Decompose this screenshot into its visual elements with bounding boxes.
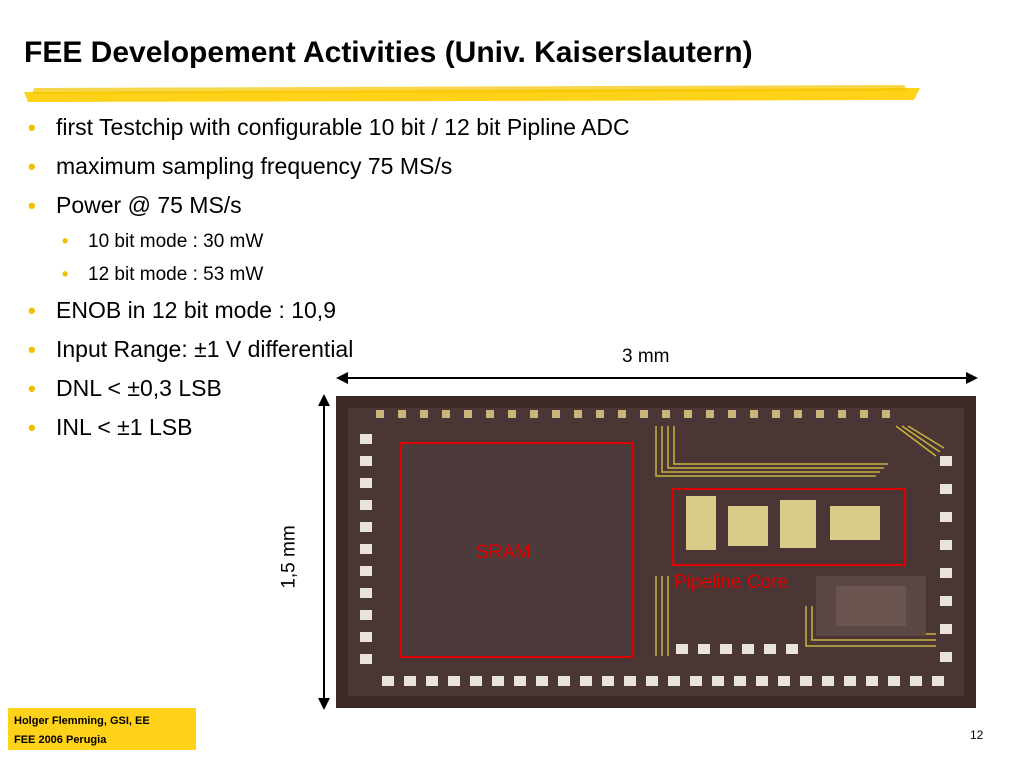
bullet-item: • INL < ±1 LSB (24, 408, 630, 447)
bullet-text: maximum sampling frequency 75 MS/s (56, 153, 453, 179)
bullet-list: • first Testchip with configurable 10 bi… (24, 108, 630, 447)
sub-bullet-item: • 12 bit mode : 53 mW (24, 258, 630, 291)
height-dimension-label: 1,5 mm (278, 525, 300, 589)
page-number: 12 (970, 728, 984, 742)
bullet-item: • Input Range: ±1 V differential (24, 330, 630, 369)
bullet-text: first Testchip with configurable 10 bit … (56, 114, 630, 140)
bullet-item: • DNL < ±0,3 LSB (24, 369, 630, 408)
pipeline-core-label: Pipeline Core (674, 572, 789, 593)
bullet-dot: • (62, 264, 69, 284)
bullet-dot: • (28, 115, 36, 140)
bullet-dot: • (28, 415, 36, 440)
bullet-dot: • (28, 376, 36, 401)
title-highlight-stroke (24, 85, 920, 102)
sram-label: SRAM (476, 542, 531, 563)
bullet-dot: • (28, 154, 36, 179)
pipeline-core-region-box (672, 488, 906, 566)
bullet-text: Power @ 75 MS/s (56, 192, 242, 218)
bullet-dot: • (62, 231, 69, 251)
footer-event: FEE 2006 Perugia (14, 734, 107, 746)
footer-box: Holger Flemming, GSI, EE FEE 2006 Perugi… (8, 708, 196, 750)
footer-author: Holger Flemming, GSI, EE (14, 715, 150, 727)
bullet-text: ENOB in 12 bit mode : 10,9 (56, 297, 336, 323)
sub-bullet-item: • 10 bit mode : 30 mW (24, 225, 630, 258)
bullet-text: Input Range: ±1 V differential (56, 336, 354, 362)
bullet-item: • ENOB in 12 bit mode : 10,9 (24, 291, 630, 330)
sub-bullet-text: 12 bit mode : 53 mW (88, 264, 264, 285)
bullet-item: • Power @ 75 MS/s (24, 186, 630, 225)
chip-layout-illustration (360, 410, 952, 686)
chip-micrograph: SRAM Pipeline Core (336, 396, 976, 708)
height-dimension-arrow (318, 394, 330, 710)
bullet-dot: • (28, 337, 36, 362)
sub-bullet-text: 10 bit mode : 30 mW (88, 231, 264, 252)
slide-title: FEE Developement Activities (Univ. Kaise… (24, 36, 753, 69)
width-dimension-arrow (336, 372, 978, 384)
bullet-dot: • (28, 193, 36, 218)
bullet-dot: • (28, 298, 36, 323)
bullet-item: • first Testchip with configurable 10 bi… (24, 108, 630, 147)
bullet-item: • maximum sampling frequency 75 MS/s (24, 147, 630, 186)
bullet-text: INL < ±1 LSB (56, 414, 193, 440)
bullet-text: DNL < ±0,3 LSB (56, 375, 222, 401)
sram-region-box (400, 442, 634, 658)
width-dimension-label: 3 mm (622, 346, 670, 367)
